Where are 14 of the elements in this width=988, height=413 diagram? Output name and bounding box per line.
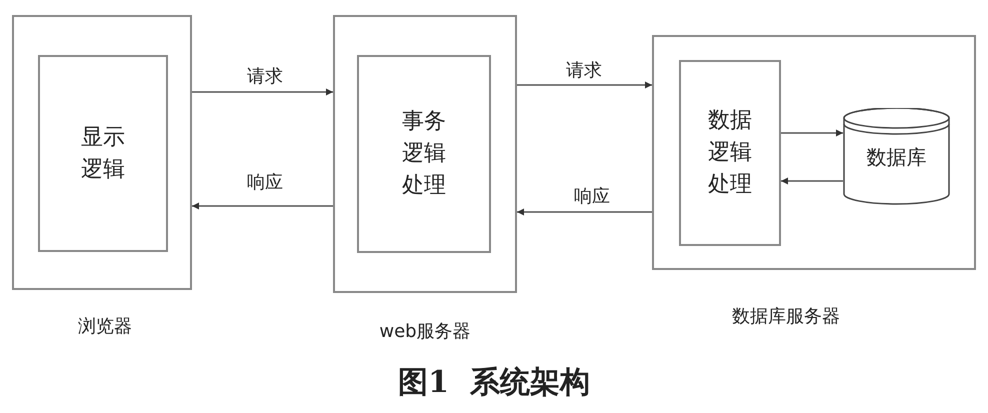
arrow — [781, 130, 843, 136]
box-label: web服务器 — [378, 320, 472, 343]
arrow — [192, 202, 333, 210]
box-label: 浏览器 — [78, 315, 132, 338]
arrow — [517, 82, 652, 88]
arrow — [192, 88, 333, 96]
process-box: 事务逻辑处理 — [357, 55, 491, 253]
arrow — [781, 178, 843, 184]
box-label: 数据库服务器 — [732, 305, 840, 328]
process-box: 显示逻辑 — [38, 55, 168, 252]
arrow — [517, 208, 652, 216]
process-box: 数据逻辑处理 — [679, 60, 781, 246]
figure-caption: 图1 系统架构 — [398, 365, 590, 400]
database-label: 数据库 — [866, 144, 928, 171]
